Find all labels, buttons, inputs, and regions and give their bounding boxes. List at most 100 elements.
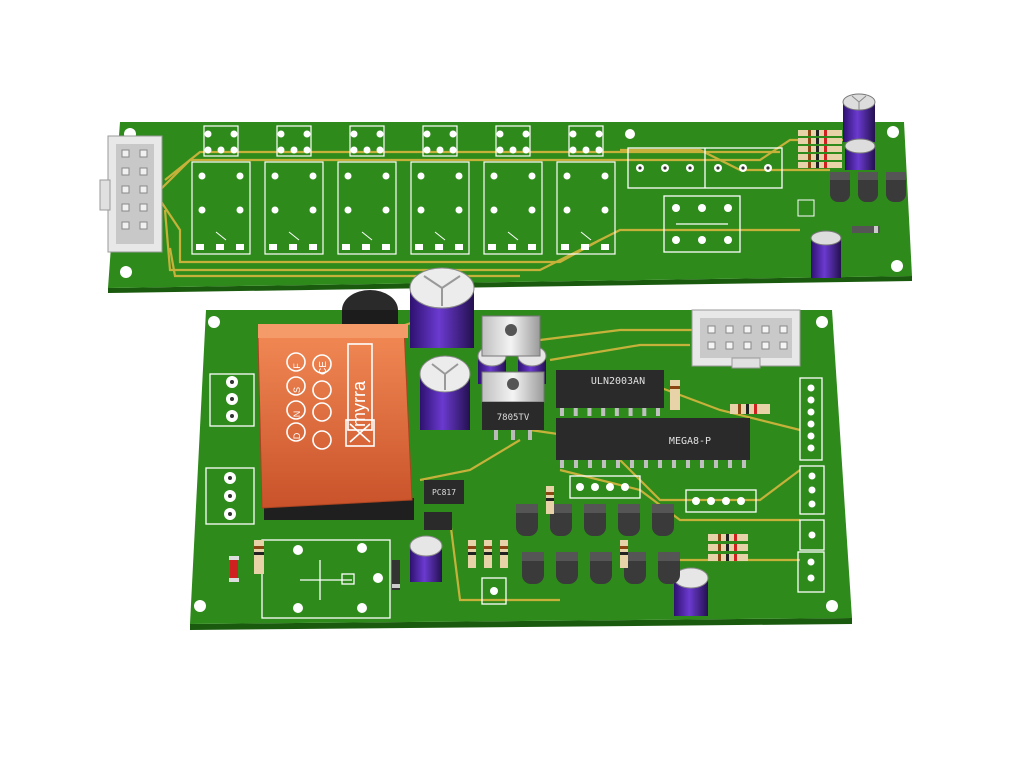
resistor (620, 540, 628, 568)
voltage-regulator-heatsink (481, 315, 541, 357)
resistor (500, 540, 508, 568)
transistor (522, 552, 544, 584)
resistor (484, 540, 492, 568)
ic-pin (560, 408, 564, 416)
ic-pin (573, 408, 578, 416)
resistor-horizontal (730, 404, 770, 414)
buzzer (342, 290, 398, 330)
bottom-terminal-block (205, 467, 255, 525)
top-board (99, 93, 912, 293)
transformer: myrra CE F S N D (257, 324, 414, 520)
ic-pin (658, 460, 662, 468)
relay-footprint (264, 125, 324, 255)
resistor-vertical (254, 540, 264, 574)
transistor (618, 504, 640, 536)
transformer-brand: myrra (349, 380, 369, 427)
resistor (798, 162, 842, 168)
relay-footprint (483, 125, 543, 255)
ic-pin (728, 460, 732, 468)
relay-footprint (337, 125, 397, 255)
transistor (556, 552, 578, 584)
mounting-hole (120, 266, 132, 278)
bottom-transistor-group (516, 504, 680, 584)
resistor (708, 534, 748, 541)
resistor (708, 554, 748, 561)
ic2-label: MEGA8-P (669, 436, 711, 447)
relay-footprint-group (191, 125, 616, 255)
ic-pin (630, 460, 634, 468)
ic-pin (614, 408, 619, 416)
pin-header-footprints (481, 377, 825, 605)
electrolytic-capacitor-large (409, 267, 475, 348)
smd-component (424, 512, 452, 530)
optocoupler-label: PC817 (432, 488, 456, 497)
ic-pin (700, 460, 704, 468)
transistor (590, 552, 612, 584)
fuse (229, 556, 239, 582)
ic-mega8: MEGA8-P (556, 418, 750, 468)
ic-pin (588, 460, 592, 468)
transformer-mark: D (292, 432, 302, 439)
bottom-board-edge (190, 618, 852, 630)
bottom-relay-footprint (261, 539, 391, 619)
ic-pin (601, 408, 606, 416)
transistor (658, 552, 680, 584)
ic-pin (656, 408, 660, 416)
ic-pin (602, 460, 606, 468)
bottom-idc-connector (691, 309, 801, 369)
ic-pin (742, 460, 746, 468)
ic-pin (560, 460, 564, 468)
ic-pin (574, 460, 578, 468)
resistor (798, 146, 842, 152)
voltage-regulator: 7805TV (481, 371, 545, 440)
ic-pin (644, 460, 648, 468)
transistor (550, 504, 572, 536)
top-transistor-group (830, 172, 906, 202)
mounting-hole (826, 600, 838, 612)
top-resistor-group (798, 130, 842, 168)
mounting-hole (816, 316, 828, 328)
transistor (516, 504, 538, 536)
switch-footprint (663, 195, 741, 253)
transformer-mark: S (292, 387, 302, 393)
ic-pin (642, 408, 647, 416)
ic-pin (686, 460, 690, 468)
electrolytic-capacitor-large (419, 355, 471, 430)
resistor (708, 544, 748, 551)
top-capacitor (810, 230, 842, 278)
mounting-hole (208, 316, 220, 328)
mounting-hole (887, 126, 899, 138)
top-board-traces (159, 138, 850, 278)
resistor (546, 486, 554, 514)
transistor (624, 552, 646, 584)
transformer-mark: CE (318, 361, 329, 375)
mounting-hole (891, 260, 903, 272)
top-board-edge (108, 276, 912, 293)
ic-uln2003an: ULN2003AN (556, 370, 664, 416)
terminal-block-footprint (627, 147, 783, 189)
transformer-mark: F (292, 363, 302, 369)
bottom-resistor-group (468, 486, 748, 568)
ic-pin (628, 408, 633, 416)
transformer-mark: N (292, 411, 302, 418)
transistor (858, 172, 878, 202)
relay-footprint (191, 125, 251, 255)
bottom-terminal-block (209, 373, 255, 427)
diode (392, 560, 400, 590)
transistor (584, 504, 606, 536)
ic-pin (672, 460, 676, 468)
resistor (468, 540, 476, 568)
small-capacitor (409, 535, 443, 582)
resistor (798, 130, 842, 136)
top-capacitor (844, 138, 876, 170)
resistor (798, 138, 842, 144)
transistor (652, 504, 674, 536)
relay-footprint (410, 125, 470, 255)
top-idc-connector (99, 135, 163, 253)
mounting-hole (194, 600, 206, 612)
bottom-board: myrra CE F S N D (190, 267, 852, 630)
resistor-vertical (670, 380, 680, 410)
relay-footprint (556, 125, 616, 255)
ic1-label: ULN2003AN (591, 376, 645, 387)
